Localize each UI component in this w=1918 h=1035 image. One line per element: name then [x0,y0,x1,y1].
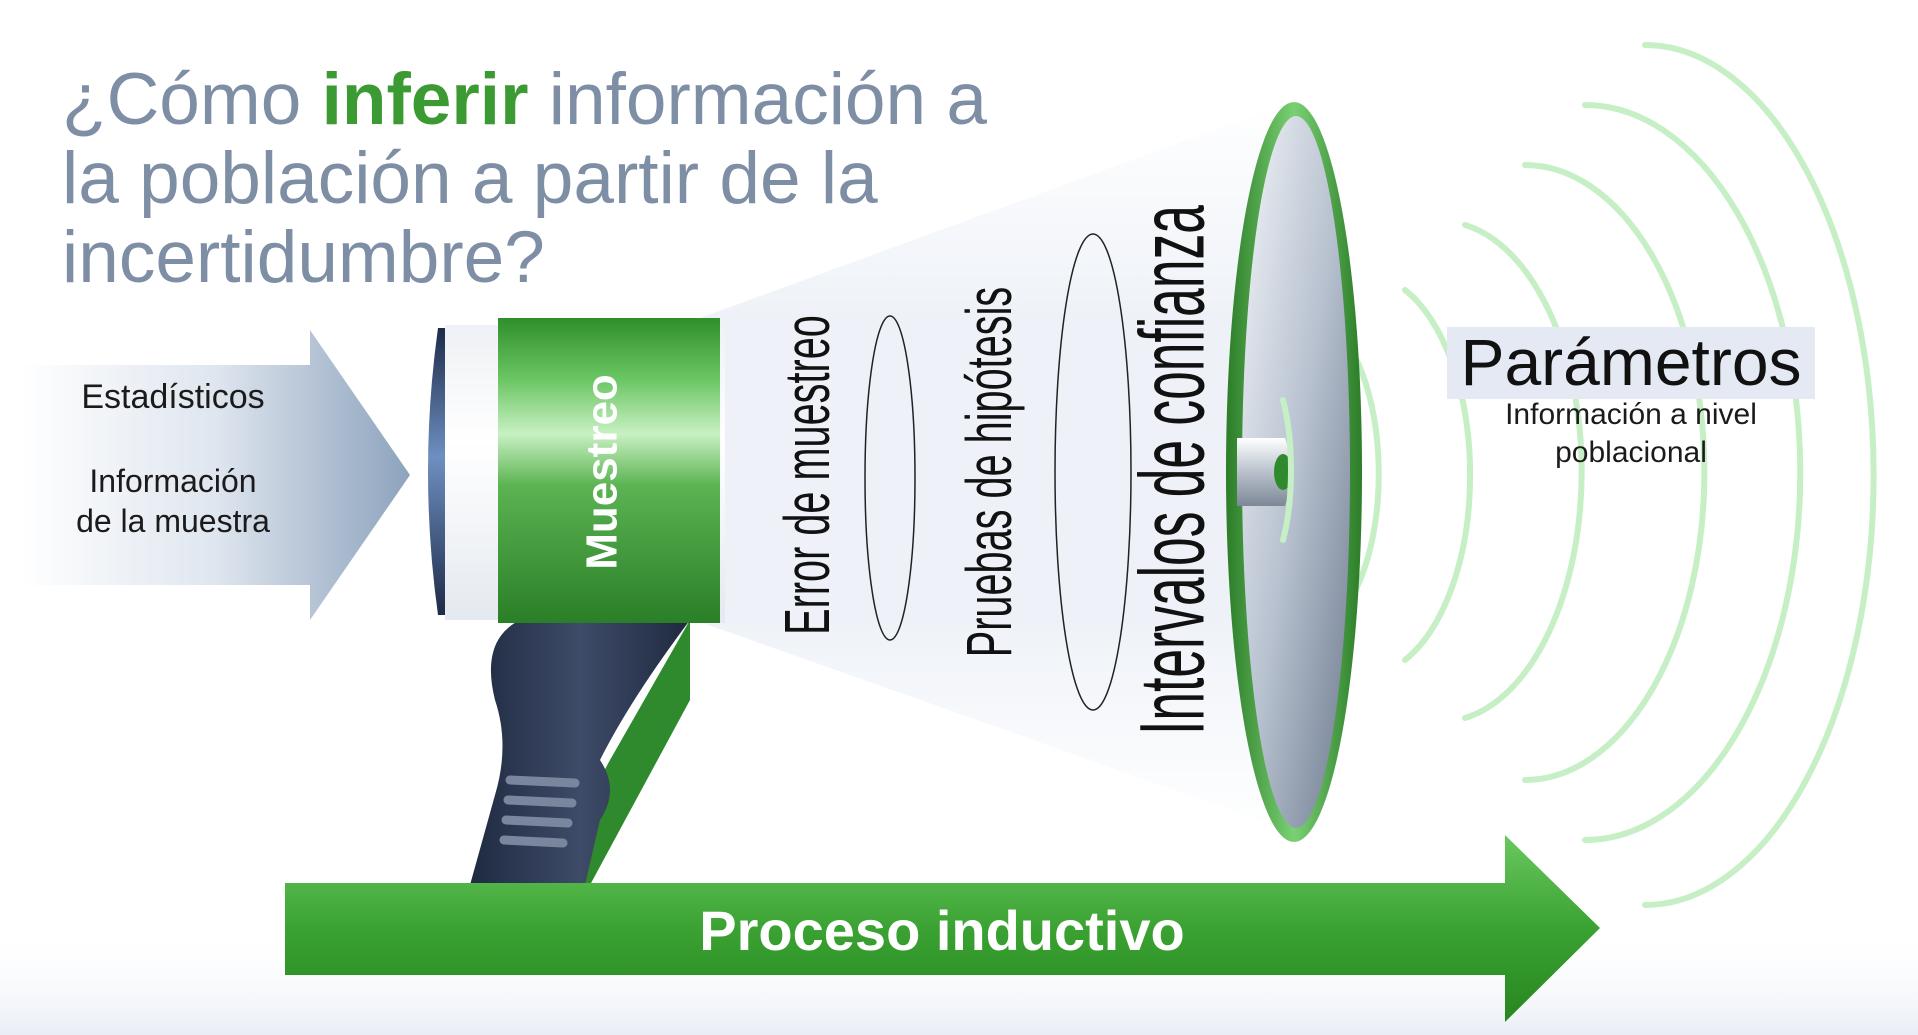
sound-wave [1347,345,1382,603]
sound-wave [1462,222,1585,721]
input-arrow [20,330,410,620]
output-title-bg [1447,327,1815,399]
stage-confidence-intervals: Intervalos de confianza [1121,205,1223,735]
megaphone-bell [1226,102,1362,842]
output-title: Parámetros [1460,325,1801,399]
input-label-sample-info-1: Información [89,463,256,499]
page-title: ¿Cómo inferir información a la población… [62,60,1002,297]
sound-wave [1582,102,1804,843]
green-sleeve [498,318,720,623]
megaphone-cone [700,95,1310,838]
stage-hypothesis-tests: Pruebas de hipótesis [955,287,1026,658]
sound-wave [1402,287,1474,663]
title-part-1: ¿Cómo [62,59,322,140]
title-highlight: inferir [321,59,529,140]
process-arrow[interactable] [285,835,1600,1022]
output-subtitle-1: Información a nivel [1505,398,1757,431]
handle-label: Muestreo [578,374,627,570]
section-ring-2 [1054,233,1132,711]
megaphone-handle [470,620,690,885]
section-ring-1 [864,315,916,641]
sound-wave [1642,42,1877,908]
sound-waves [1279,42,1877,908]
input-label-sample-info-2: de la muestra [76,503,270,539]
sound-wave [1522,162,1708,783]
input-label-statistics: Estadísticos [81,378,264,416]
output-subtitle-2: poblacional [1555,436,1707,469]
stage-sampling-error: Error de muestreo [773,315,844,635]
process-arrow-label: Proceso inductivo [699,899,1184,962]
title-part-2: información a la población a partir de l… [62,59,987,298]
sound-wave [1280,397,1295,543]
grip-ridges [499,775,580,848]
